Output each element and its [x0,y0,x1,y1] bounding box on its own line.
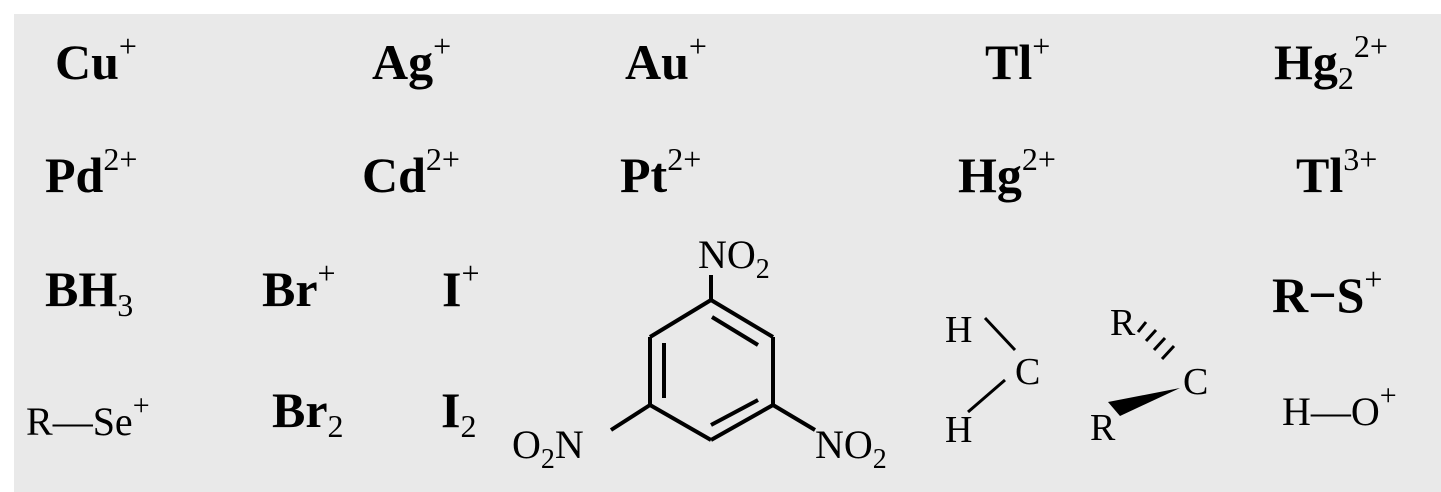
benzene-ring [609,275,817,442]
bond-h-c-bottom [967,378,1006,414]
species-ag-plus: Ag+ [372,28,452,90]
species-tl-3plus: Tl3+ [1296,141,1378,203]
nitro-top-label: NO2 [698,232,770,285]
species-hg2-2plus: Hg22+ [1274,28,1388,96]
species-h-o-plus: H—O+ [1282,379,1397,434]
carbocation-h-bottom: H [945,409,972,451]
species-r-se-plus: R—Se+ [26,389,150,444]
frame-border-left [0,0,14,492]
species-hg-2plus: Hg2+ [958,141,1056,203]
wedge-bond [1108,388,1180,416]
species-cd-2plus: Cd2+ [362,141,460,203]
bond-h-c-top [983,316,1017,352]
species-tl-plus: Tl+ [985,28,1051,90]
frame-border-top [0,0,1441,14]
carbocation-h-top: H [945,309,972,351]
species-i-plus: I+ [442,255,480,317]
carbocation-c-right: C [1183,361,1208,403]
carbocation-r-top: R [1110,302,1136,344]
species-cu-plus: Cu+ [55,28,137,90]
species-br2: Br2 [272,382,344,444]
nitro-left-label: O2N [512,422,584,475]
species-r-s-plus: R−S+ [1272,261,1383,323]
species-i2: I2 [441,382,477,444]
nitro-right-label: NO2 [815,422,887,475]
hashed-bond [1136,321,1176,361]
species-au-plus: Au+ [625,28,707,90]
species-pd-2plus: Pd2+ [45,141,138,203]
species-pt-2plus: Pt2+ [620,141,702,203]
species-br-plus: Br+ [262,255,336,317]
carbocation-r-bottom: R [1090,407,1116,449]
species-bh3: BH3 [45,261,134,323]
carbocation-c-left: C [1015,351,1040,393]
